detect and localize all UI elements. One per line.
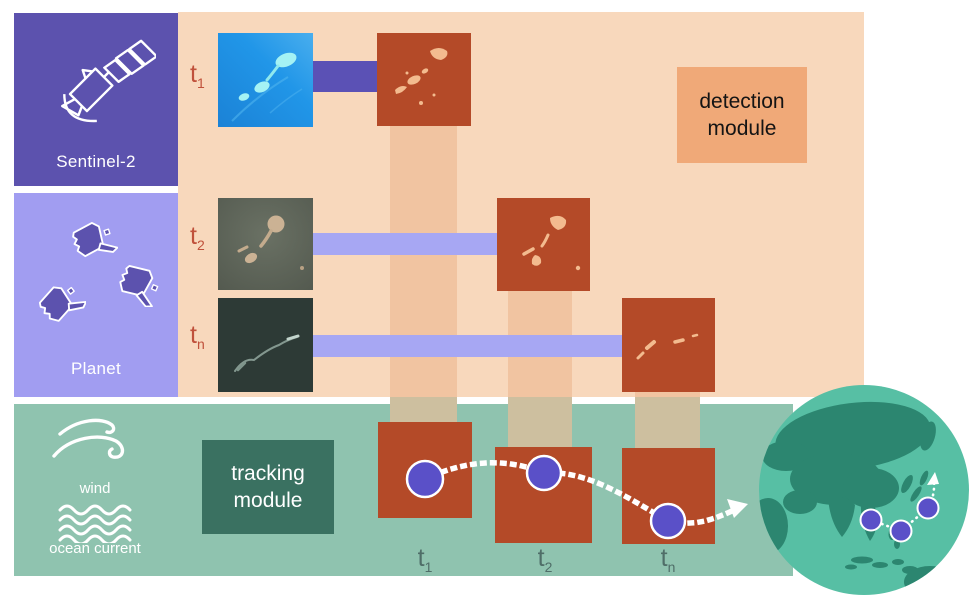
detection-module-label: detection module <box>677 67 807 163</box>
tracking-module-label: tracking module <box>202 440 334 534</box>
sentinel-connector-bar-t1 <box>313 61 377 92</box>
globe-drift-dots <box>859 496 940 543</box>
time-column-t1-lower <box>390 397 457 422</box>
planet-source-panel: Planet <box>14 193 178 397</box>
cubesat-icon-1 <box>72 221 118 258</box>
time-column-t2-lower <box>508 397 572 447</box>
ocean-current-label: ocean current <box>49 540 141 557</box>
wind-label: wind <box>79 480 111 497</box>
tracking-frame-tn <box>622 448 715 544</box>
planet-label: Planet <box>70 359 121 378</box>
tracking-timestep-t1: t1 <box>417 544 433 575</box>
time-column-tn-upper <box>635 392 700 397</box>
tracking-frame-t2 <box>495 447 592 543</box>
ocean-current-icon <box>58 504 132 543</box>
satellite-photo-tn <box>218 298 313 392</box>
tracking-timestep-t2: t2 <box>537 544 553 575</box>
time-column-tn-lower <box>635 397 700 448</box>
detection-mask-t2 <box>497 198 590 291</box>
tracking-timestep-tn: tn <box>660 544 676 575</box>
cubesat-icon-3 <box>38 286 86 322</box>
wind-icon <box>52 418 125 459</box>
sentinel-label: Sentinel-2 <box>56 152 136 171</box>
globe-asia-pacific-icon <box>759 385 969 595</box>
sentinel2-satellite-icon <box>60 39 156 123</box>
tracking-frame-t1 <box>378 422 472 518</box>
satellite-photo-t2 <box>218 198 313 290</box>
detection-timestep-t2: t2 <box>190 222 205 253</box>
planet-connector-bar-tn <box>313 335 622 357</box>
cubesat-icon-2 <box>119 265 159 307</box>
planet-connector-bar-t2 <box>313 233 497 255</box>
satellite-photo-t1 <box>218 33 313 127</box>
globe-drift-track <box>869 472 939 533</box>
detection-mask-tn <box>622 298 715 392</box>
sentinel-source-panel: Sentinel-2 <box>14 13 178 186</box>
detection-timestep-t1: t1 <box>190 60 205 91</box>
detection-mask-t1 <box>377 33 471 126</box>
detection-timestep-tn: tn <box>190 321 205 352</box>
